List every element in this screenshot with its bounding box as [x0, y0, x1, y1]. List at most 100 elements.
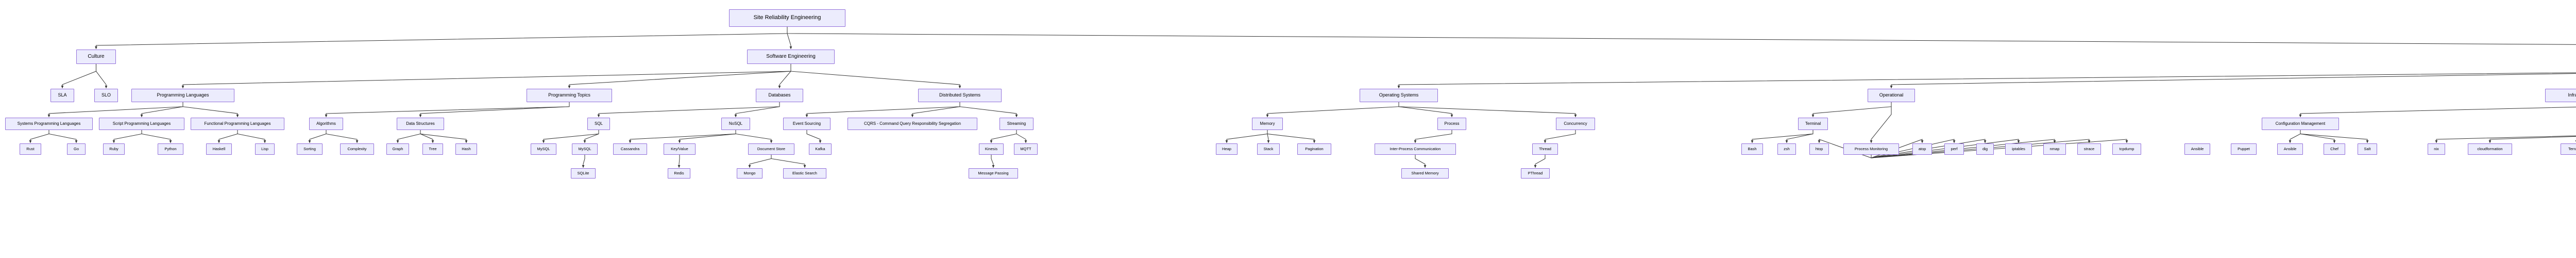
tree-node-bash[interactable]: Bash — [1741, 143, 1763, 155]
tree-edge-sql-to-mysql — [542, 130, 599, 143]
tree-node-mqtt[interactable]: MQTT — [1014, 143, 1038, 155]
tree-node-strace[interactable]: strace — [2077, 143, 2101, 155]
tree-node-culture[interactable]: Culture — [76, 50, 116, 64]
tree-node-pkgmgmt[interactable]: Process Monitoring — [1843, 143, 1899, 155]
tree-node-chef[interactable]: Chef — [2324, 143, 2345, 155]
tree-node-iptables[interactable]: iptables — [2005, 143, 2032, 155]
tree-node-sorting[interactable]: Sorting — [297, 143, 323, 155]
tree-edge-kinesis-to-messagepassing — [991, 155, 995, 168]
tree-node-ruby[interactable]: Ruby — [103, 143, 125, 155]
tree-node-kafka[interactable]: Kafka — [809, 143, 832, 155]
tree-node-dig[interactable]: dig — [1976, 143, 1994, 155]
tree-edge-streaming-to-mqtt — [1016, 130, 1027, 143]
tree-node-mssql[interactable]: MySQL — [572, 143, 598, 155]
tree-node-slo[interactable]: SLO — [94, 89, 118, 102]
tree-node-ansible2[interactable]: Ansible — [2277, 143, 2303, 155]
tree-node-perf[interactable]: perf — [1944, 143, 1964, 155]
tree-node-thread[interactable]: Thread — [1532, 143, 1558, 155]
tree-node-proglang[interactable]: Programming Languages — [131, 89, 234, 102]
tree-node-nix[interactable]: nix — [2428, 143, 2445, 155]
tree-node-haskell[interactable]: Haskell — [206, 143, 232, 155]
tree-node-progtopics[interactable]: Programming Topics — [527, 89, 612, 102]
tree-node-pagination[interactable]: Pagination — [1297, 143, 1331, 155]
tree-node-os[interactable]: Operating Systems — [1360, 89, 1438, 102]
tree-node-mysql[interactable]: MySQL — [531, 143, 556, 155]
tree-edge-distsys-to-eventsourcing — [805, 102, 960, 118]
tree-node-keyvalue[interactable]: Key/Value — [664, 143, 696, 155]
tree-node-go[interactable]: Go — [67, 143, 86, 155]
tree-edge-swe-to-databases — [778, 64, 791, 89]
tree-node-ipc[interactable]: Inter-Process Communication — [1375, 143, 1456, 155]
tree-node-redis[interactable]: Redis — [668, 168, 690, 179]
tree-node-eventsourcing[interactable]: Event Sourcing — [783, 118, 831, 130]
tree-node-stack[interactable]: Stack — [1257, 143, 1280, 155]
tree-node-funcproglang[interactable]: Functional Programming Languages — [191, 118, 284, 130]
tree-edge-datastructures-to-hash — [420, 130, 468, 143]
tree-node-tcpdump[interactable]: tcpdump — [2112, 143, 2141, 155]
tree-edge-documentstore-to-mongo — [748, 155, 772, 168]
tree-node-process[interactable]: Process — [1437, 118, 1466, 130]
tree-edge-datastructures-to-tree — [420, 130, 434, 143]
tree-node-sql[interactable]: SQL — [587, 118, 610, 130]
tree-edge-algorithms-to-sorting — [308, 130, 327, 143]
tree-node-tree[interactable]: Tree — [422, 143, 443, 155]
tree-edge-proglang-to-scriptproglang — [140, 102, 183, 118]
tree-node-iac[interactable]: Infrastructure as Code — [2545, 89, 2576, 102]
tree-node-operational[interactable]: Operational — [1868, 89, 1915, 102]
tree-node-kinesis[interactable]: Kinesis — [979, 143, 1004, 155]
tree-edge-progtopics-to-datastructures — [419, 102, 570, 118]
tree-node-configmgmt[interactable]: Configuration Management — [2262, 118, 2339, 130]
tree-edge-memory-to-heap — [1225, 130, 1268, 143]
tree-node-nosql[interactable]: NoSQL — [721, 118, 750, 130]
tree-node-nmap[interactable]: nmap — [2043, 143, 2066, 155]
tree-edge-os-to-memory — [1266, 102, 1399, 118]
tree-node-terminal[interactable]: Terminal — [1798, 118, 1828, 130]
tree-node-sysproglang[interactable]: Systems Programming Languages — [5, 118, 93, 130]
tree-node-cassandra[interactable]: Cassandra — [613, 143, 647, 155]
tree-node-messagepassing[interactable]: Message Passing — [969, 168, 1018, 179]
tree-edge-concurrency-to-thread — [1544, 130, 1576, 143]
tree-node-python[interactable]: Python — [158, 143, 183, 155]
tree-node-heap[interactable]: Heap — [1216, 143, 1238, 155]
tree-node-cqrs[interactable]: CQRS - Command Query Responsibility Segr… — [848, 118, 977, 130]
tree-edge-iac-to-configmgmt — [2299, 106, 2576, 118]
tree-node-root[interactable]: Site Reliability Engineering — [729, 9, 845, 27]
tree-node-puppet[interactable]: Puppet — [2231, 143, 2257, 155]
tree-edge-documentstore-to-elasticsearch — [771, 155, 806, 168]
tree-node-htop[interactable]: htop — [1809, 143, 1829, 155]
tree-node-sqlite[interactable]: SQLite — [571, 168, 596, 179]
tree-node-graph[interactable]: Graph — [386, 143, 409, 155]
tree-node-hash[interactable]: Hash — [455, 143, 477, 155]
tree-node-memory[interactable]: Memory — [1252, 118, 1283, 130]
tree-node-cloudformation[interactable]: cloudformation — [2468, 143, 2512, 155]
tree-node-elasticsearch[interactable]: Elastic Search — [783, 168, 826, 179]
tree-node-terraform[interactable]: Terraform — [2561, 143, 2576, 155]
tree-edge-proglang-to-sysproglang — [47, 102, 183, 118]
tree-node-databases[interactable]: Databases — [756, 89, 803, 102]
tree-node-pthread[interactable]: PThread — [1521, 168, 1550, 179]
tree-edge-memory-to-stack — [1267, 130, 1270, 143]
tree-node-streaming[interactable]: Streaming — [999, 118, 1033, 130]
tree-node-rust[interactable]: Rust — [20, 143, 41, 155]
tree-node-ansible[interactable]: Ansible — [2184, 143, 2210, 155]
tree-node-lisp[interactable]: Lisp — [255, 143, 275, 155]
tree-node-algorithms[interactable]: Algorithms — [309, 118, 343, 130]
tree-node-scriptproglang[interactable]: Script Programming Languages — [99, 118, 184, 130]
tree-node-atop[interactable]: atop — [1912, 143, 1932, 155]
tree-node-salt[interactable]: Salt — [2358, 143, 2377, 155]
tree-node-mongo[interactable]: Mongo — [737, 168, 762, 179]
tree-node-swe[interactable]: Software Engineering — [747, 50, 835, 64]
tree-node-concurrency[interactable]: Concurrency — [1556, 118, 1595, 130]
tree-node-distsys[interactable]: Distributed Systems — [918, 89, 1002, 102]
tree-node-zsh[interactable]: zsh — [1777, 143, 1796, 155]
tree-edge-swe-to-distsys — [790, 64, 961, 89]
tree-edge-process-to-ipc — [1414, 130, 1452, 143]
tree-node-documentstore[interactable]: Document Store — [748, 143, 794, 155]
tree-node-datastructures[interactable]: Data Structures — [397, 118, 444, 130]
tree-node-sla[interactable]: SLA — [50, 89, 74, 102]
tree-edge-streaming-to-kinesis — [990, 130, 1017, 143]
tree-node-sharedmemory[interactable]: Shared Memory — [1401, 168, 1449, 179]
tree-node-complexity[interactable]: Complexity — [340, 143, 374, 155]
tree-edge-declarative-to-nix — [2435, 135, 2576, 143]
tree-edge-funcproglang-to-haskell — [217, 130, 238, 143]
